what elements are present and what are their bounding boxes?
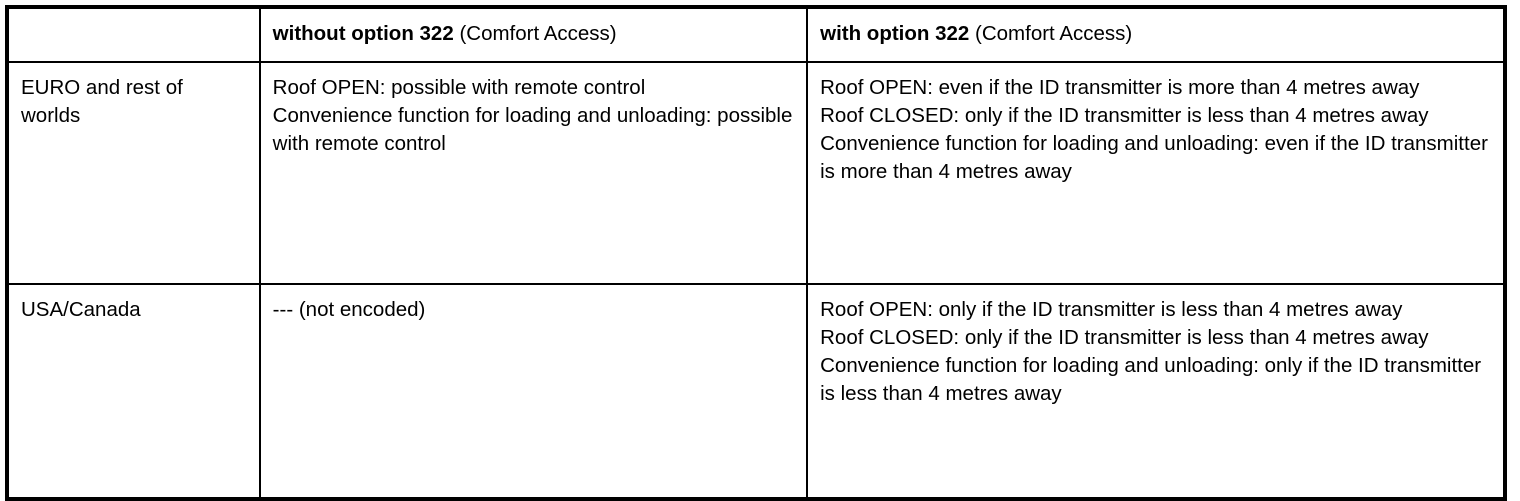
table-row: USA/Canada --- (not encoded) Roof OPEN: … xyxy=(6,283,1506,500)
cell-paragraph: Convenience function for loading and unl… xyxy=(272,104,793,155)
cell-euro-with-option-322: Roof OPEN: even if the ID transmitter is… xyxy=(806,61,1506,285)
table-header: without option 322 (Comfort Access) with… xyxy=(6,6,1506,63)
table-header-row: without option 322 (Comfort Access) with… xyxy=(6,6,1506,63)
comfort-access-specification-table: without option 322 (Comfort Access) with… xyxy=(5,5,1507,501)
cell-paragraph: Roof OPEN: possible with remote control xyxy=(272,76,646,99)
cell-euro-without-option-322: Roof OPEN: possible with remote control … xyxy=(258,61,809,285)
table-row: EURO and rest of worlds Roof OPEN: possi… xyxy=(6,61,1506,285)
cell-paragraph: --- (not encoded) xyxy=(272,298,426,321)
cell-paragraph: Roof CLOSED: only if the ID transmitter … xyxy=(820,104,1429,127)
column-header-with-option-322: with option 322 (Comfort Access) xyxy=(806,6,1506,63)
row-label-euro-and-rest-of-worlds: EURO and rest of worlds xyxy=(6,61,261,285)
cell-usa-with-option-322: Roof OPEN: only if the ID transmitter is… xyxy=(806,283,1506,500)
row-label-usa-canada: USA/Canada xyxy=(6,283,261,500)
column-header-without-option-322: without option 322 (Comfort Access) xyxy=(258,6,809,63)
cell-paragraph: Convenience function for loading and unl… xyxy=(820,354,1482,405)
cell-paragraph: Roof OPEN: only if the ID transmitter is… xyxy=(820,298,1403,321)
cell-paragraph: Roof OPEN: even if the ID transmitter is… xyxy=(820,76,1420,99)
document-page: without option 322 (Comfort Access) with… xyxy=(5,5,1507,501)
cell-usa-without-option-322: --- (not encoded) xyxy=(258,283,809,500)
column-header-region xyxy=(6,6,261,63)
table-body: EURO and rest of worlds Roof OPEN: possi… xyxy=(6,61,1506,500)
column-header-with-option-322-bold: with option 322 xyxy=(820,22,970,45)
column-header-without-option-322-rest: (Comfort Access) xyxy=(453,22,617,45)
cell-paragraph: Roof CLOSED: only if the ID transmitter … xyxy=(820,326,1429,349)
column-header-without-option-322-bold: without option 322 xyxy=(272,22,454,45)
cell-paragraph: Convenience function for loading and unl… xyxy=(820,132,1488,183)
column-header-with-option-322-rest: (Comfort Access) xyxy=(969,22,1133,45)
